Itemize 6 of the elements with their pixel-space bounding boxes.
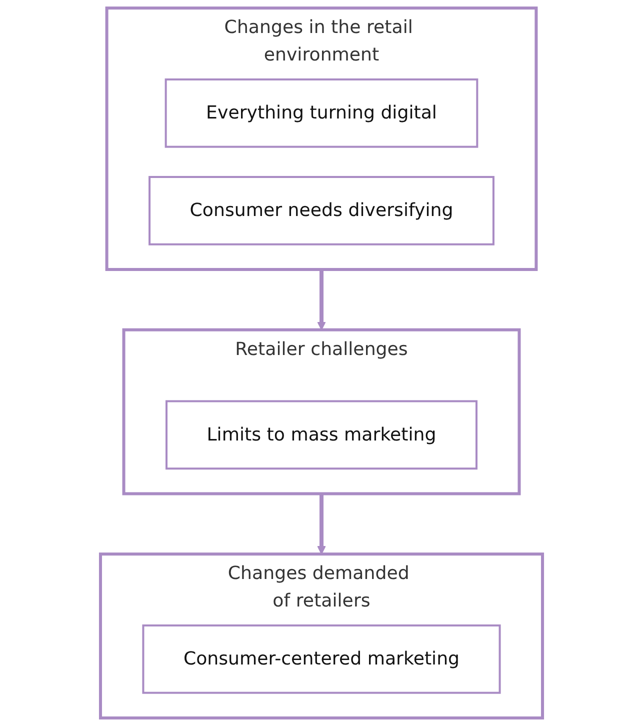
arrow [317,269,326,330]
node-box: Limits to mass marketing [166,400,478,470]
node-box: Everything turning digital [164,78,478,148]
arrow [317,494,326,554]
node-box: Consumer needs diversifying [148,176,494,246]
node-box: Consumer-centered marketing [142,624,501,694]
